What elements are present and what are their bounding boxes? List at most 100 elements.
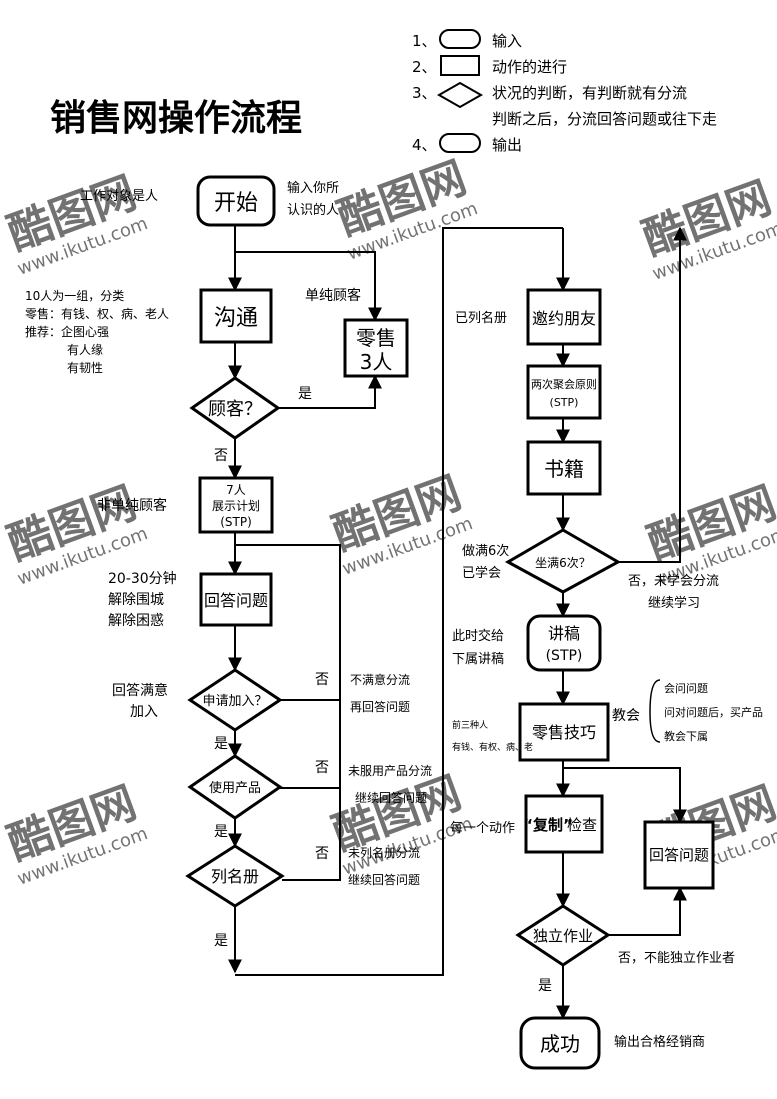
annotation-work-target: 工作对象是人	[80, 189, 158, 204]
annotation-sat6-2: 已学会	[462, 565, 501, 581]
annotation-first-three-1: 前三种人	[452, 719, 488, 731]
annotation-first-three-2: 有钱、有权、病、老	[452, 741, 533, 753]
svg-text:使用产品: 使用产品	[209, 780, 261, 796]
node-independent-decision: 独立作业	[515, 904, 611, 967]
annotation-sat6-1: 做满6次	[462, 543, 509, 559]
arrow-to-retail	[235, 251, 382, 322]
annotation-time-1: 20-30分钟	[108, 570, 177, 587]
annotation-not-used-2: 继续回答问题	[355, 790, 427, 805]
annotation-each-action: 每一个动作	[450, 820, 515, 836]
arrow-to-answer2	[563, 767, 687, 824]
annotation-input-known-2: 认识的人	[287, 202, 339, 218]
legend-process-shape	[440, 55, 480, 76]
node-apply-decision: 申请加入？	[187, 668, 283, 732]
node-answer-questions-2: 回答问题	[643, 820, 715, 890]
svg-text:列名册: 列名册	[211, 867, 259, 886]
legend-num-3: 3、	[412, 84, 437, 102]
annotation-group-note-2: 零售：有钱、权、病、老人	[25, 306, 169, 321]
svg-text:(STP): (STP)	[550, 396, 579, 409]
svg-text:顾客？: 顾客？	[208, 399, 262, 420]
node-books: 书籍	[526, 440, 602, 496]
annotation-unsatisfied-1: 不满意分流	[350, 672, 410, 687]
legend-num-1: 1、	[412, 32, 437, 50]
arrow-customer-yes	[278, 374, 382, 409]
node-retail-skills: 零售技巧	[518, 702, 610, 762]
annotation-listed: 已列名册	[455, 310, 507, 326]
annotation-teach-2: 问对问题后，买产品	[664, 705, 763, 719]
legend-label-1: 输入	[492, 32, 522, 50]
node-sit6-decision: 坐满6次？	[504, 528, 622, 594]
annotation-satisfied-2: 加入	[130, 704, 158, 720]
svg-text:3人: 3人	[360, 350, 393, 374]
legend-label-3: 状况的判断，有判断就有分流	[492, 84, 687, 102]
legend: 1、 输入 2、 动作的进行 3、 状况的判断，有判断就有分流 判断之后，分流回…	[412, 29, 717, 154]
node-communicate: 沟通	[199, 288, 273, 344]
svg-text:回答问题: 回答问题	[204, 591, 268, 610]
watermark: 酷图网 www.ikutu.com 酷图网 www.ikutu.com 酷图网 …	[1, 152, 777, 889]
connectors	[228, 225, 687, 1020]
legend-decision-shape	[436, 81, 484, 109]
node-show-plan: 7人 展示计划 (STP)	[198, 476, 274, 534]
arrow-loop-back	[235, 544, 341, 881]
svg-text:零售: 零售	[356, 326, 396, 350]
annotation-teach: 教会	[612, 708, 640, 724]
annotation-unsatisfied-2: 再回答问题	[350, 699, 410, 714]
node-customer-decision: 顾客？	[189, 376, 281, 440]
annotation-group-note-3: 推荐：企图心强	[25, 324, 109, 339]
svg-text:展示计划: 展示计划	[212, 499, 260, 513]
annotation-yes-4: 是	[214, 933, 228, 949]
arrow-independent-no	[608, 886, 687, 936]
annotation-group-note-5: 有韧性	[67, 361, 103, 375]
annotation-teach-1: 会问问题	[664, 682, 708, 695]
svg-text:书籍: 书籍	[544, 457, 584, 481]
annotation-hand-over-1: 此时交给	[452, 628, 504, 644]
connector-to-right-column	[235, 227, 563, 976]
svg-text:两次聚会原则: 两次聚会原则	[531, 377, 597, 391]
svg-text:沟通: 沟通	[214, 306, 258, 331]
legend-label-3b: 判断之后，分流回答问题或往下走	[492, 110, 717, 128]
node-invite-friends: 邀约朋友	[526, 288, 602, 346]
svg-text:回答问题: 回答问题	[649, 846, 709, 864]
teach-brace	[649, 679, 661, 743]
legend-num-2: 2、	[412, 58, 437, 76]
svg-text:开始: 开始	[214, 191, 258, 216]
annotation-no-a: 否	[315, 672, 329, 688]
svg-text:零售技巧: 零售技巧	[532, 723, 596, 742]
node-copy-check: “复制” 检查	[523, 794, 604, 854]
svg-text:“复制”: “复制”	[523, 816, 573, 834]
annotation-yes-2: 是	[214, 736, 228, 752]
annotation-no-c: 否	[315, 846, 329, 862]
annotation-pure-customer: 单纯顾客	[305, 287, 361, 304]
annotation-output: 输出合格经销商	[614, 1034, 705, 1050]
annotation-not-used-1: 未服用产品分流	[348, 764, 432, 778]
node-answer-questions-1: 回答问题	[199, 572, 273, 627]
annotation-no-independent: 否，不能独立作业者	[618, 951, 735, 966]
arrow-sit6-no	[618, 226, 687, 563]
svg-text:邀约朋友: 邀约朋友	[532, 309, 596, 328]
node-talk-script: 讲稿 (STP)	[526, 614, 602, 672]
svg-text:(STP): (STP)	[220, 515, 252, 529]
svg-text:(STP): (STP)	[546, 648, 583, 664]
annotation-not-listed-2: 继续回答问题	[348, 872, 420, 887]
node-retail: 零售 3人	[343, 318, 409, 378]
node-success: 成功	[519, 1016, 601, 1070]
svg-text:7人: 7人	[226, 483, 246, 497]
annotation-no-b: 否	[315, 760, 329, 776]
legend-label-2: 动作的进行	[492, 58, 567, 76]
annotation-hand-over-2: 下属讲稿	[452, 651, 504, 667]
legend-label-4: 输出	[492, 136, 522, 154]
svg-text:讲稿: 讲稿	[548, 624, 580, 643]
legend-terminal-shape	[439, 29, 481, 49]
node-two-meetings: 两次聚会原则 (STP)	[526, 364, 602, 420]
svg-text:检查: 检查	[567, 816, 597, 834]
svg-text:坐满6次？: 坐满6次？	[535, 556, 591, 570]
annotations: 工作对象是人 输入你所 认识的人 10人为一组，分类 零售：有钱、权、病、老人 …	[25, 180, 763, 1050]
svg-text:成功: 成功	[540, 1032, 580, 1056]
annotation-non-pure: 非单纯顾客	[97, 497, 167, 514]
annotation-teach-3: 教会下属	[664, 730, 708, 743]
node-use-product-decision: 使用产品	[187, 754, 283, 820]
annotation-group-note-1: 10人为一组，分类	[25, 289, 124, 303]
svg-text:独立作业: 独立作业	[533, 927, 593, 945]
annotation-yes-5: 是	[538, 978, 552, 994]
